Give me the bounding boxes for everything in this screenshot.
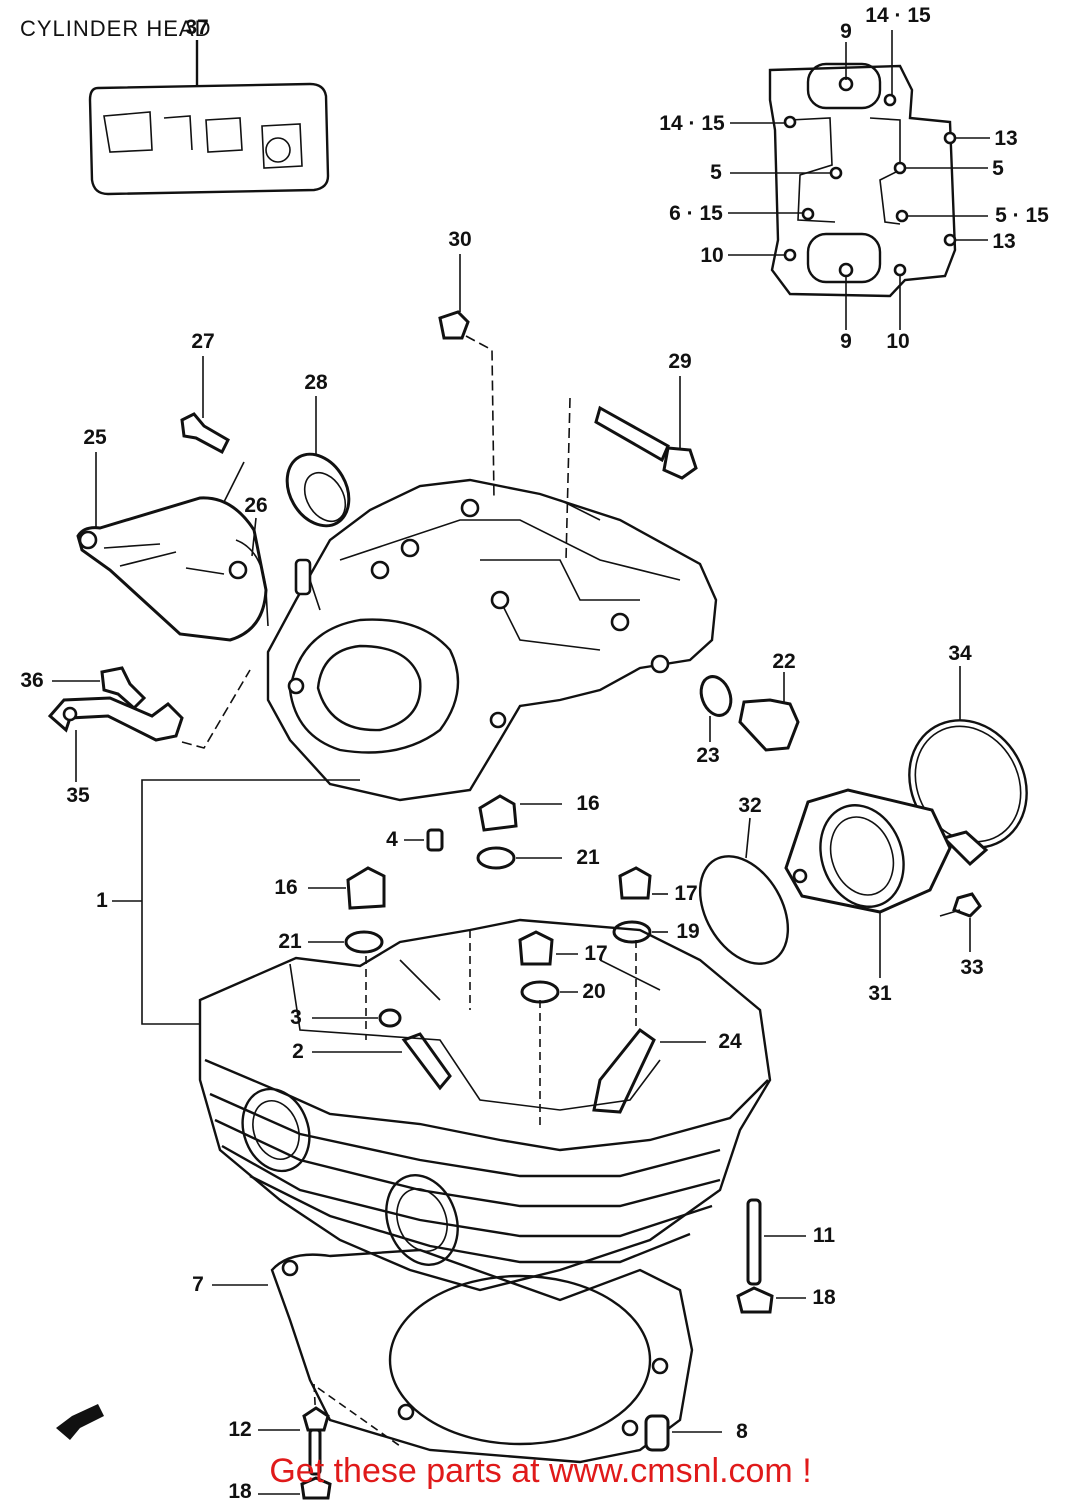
lower-head-assembly <box>198 918 772 1292</box>
part-8-dowel <box>644 1414 722 1452</box>
footer-link-text[interactable]: Get these parts at www.cmsnl.com ! <box>269 1452 812 1490</box>
head-underside-view <box>728 30 990 330</box>
callout-21-right: 21 <box>576 846 600 869</box>
callout-11: 11 <box>812 1224 836 1247</box>
callout-8: 8 <box>736 1420 748 1443</box>
callout-30: 30 <box>448 228 472 251</box>
part-18-nut-lower <box>258 1476 332 1500</box>
part-37-label-plate <box>88 40 330 196</box>
callout-25: 25 <box>83 426 107 449</box>
upper-head-assembly <box>266 478 718 802</box>
callout-10-left: 10 <box>700 244 724 267</box>
part-36-bolt <box>52 666 147 711</box>
part-33-screw <box>939 892 982 952</box>
callout-5-left: 5 <box>710 161 722 184</box>
callout-31: 31 <box>868 982 892 1005</box>
callout-28: 28 <box>304 371 328 394</box>
part-1-bracket <box>112 779 360 1025</box>
callout-1: 1 <box>96 889 108 912</box>
part-22-bolt <box>738 672 800 752</box>
part-30-cap-nut <box>438 254 495 501</box>
callout-37: 37 <box>185 16 209 39</box>
diagram-title: CYLINDER HEAD <box>20 16 212 41</box>
callout-7: 7 <box>192 1273 204 1296</box>
callout-12: 12 <box>228 1418 252 1441</box>
callout-3: 3 <box>290 1006 302 1029</box>
callout-6-15: 6 · 15 <box>669 202 723 225</box>
part-23-washer <box>699 675 733 742</box>
part-18-nut <box>736 1286 806 1314</box>
part-28-ring <box>285 396 351 528</box>
front-arrow-icon <box>56 1404 104 1440</box>
callout-29: 29 <box>668 350 692 373</box>
callout-9-top: 9 <box>840 20 852 43</box>
part-32-o-ring <box>698 817 790 965</box>
callout-18-right: 18 <box>812 1286 836 1309</box>
callout-16-left: 16 <box>274 876 298 899</box>
part-12-bolt <box>258 1383 401 1476</box>
callout-18-bottom: 18 <box>228 1480 252 1503</box>
callout-35: 35 <box>66 784 90 807</box>
callout-32: 32 <box>738 794 762 817</box>
part-31-intake-pipe <box>784 788 952 978</box>
callout-33: 33 <box>960 956 984 979</box>
callout-23: 23 <box>696 744 720 767</box>
callout-9-bottom: 9 <box>840 330 852 353</box>
callout-5-right: 5 <box>992 157 1004 180</box>
callout-21-left: 21 <box>278 930 302 953</box>
callout-24: 24 <box>718 1030 742 1053</box>
callout-2: 2 <box>292 1040 304 1063</box>
part-26-gasket <box>235 517 269 627</box>
small-parts <box>308 794 706 1130</box>
callout-13-bottom: 13 <box>992 230 1016 253</box>
callout-19: 19 <box>676 920 700 943</box>
callout-34: 34 <box>948 642 972 665</box>
callout-16-right: 16 <box>576 792 600 815</box>
callout-14-15-top: 14 · 15 <box>865 4 931 27</box>
callout-20: 20 <box>582 980 606 1003</box>
callout-22: 22 <box>772 650 796 673</box>
callout-13-top: 13 <box>994 127 1018 150</box>
part-7-gasket <box>212 1248 694 1464</box>
part-11-stud <box>746 1198 806 1286</box>
callout-36: 36 <box>20 669 44 692</box>
callout-10-bottom: 10 <box>886 330 910 353</box>
callout-17-right: 17 <box>674 882 698 905</box>
callout-4: 4 <box>386 828 398 851</box>
callout-5-15: 5 · 15 <box>995 204 1049 227</box>
callout-27: 27 <box>191 330 215 353</box>
part-25-cover <box>76 452 268 642</box>
callout-14-15-left: 14 · 15 <box>659 112 725 135</box>
part-29-bolt <box>565 376 698 561</box>
part-35-bracket <box>47 669 251 782</box>
callout-26: 26 <box>244 494 268 517</box>
callout-17-center: 17 <box>584 942 608 965</box>
